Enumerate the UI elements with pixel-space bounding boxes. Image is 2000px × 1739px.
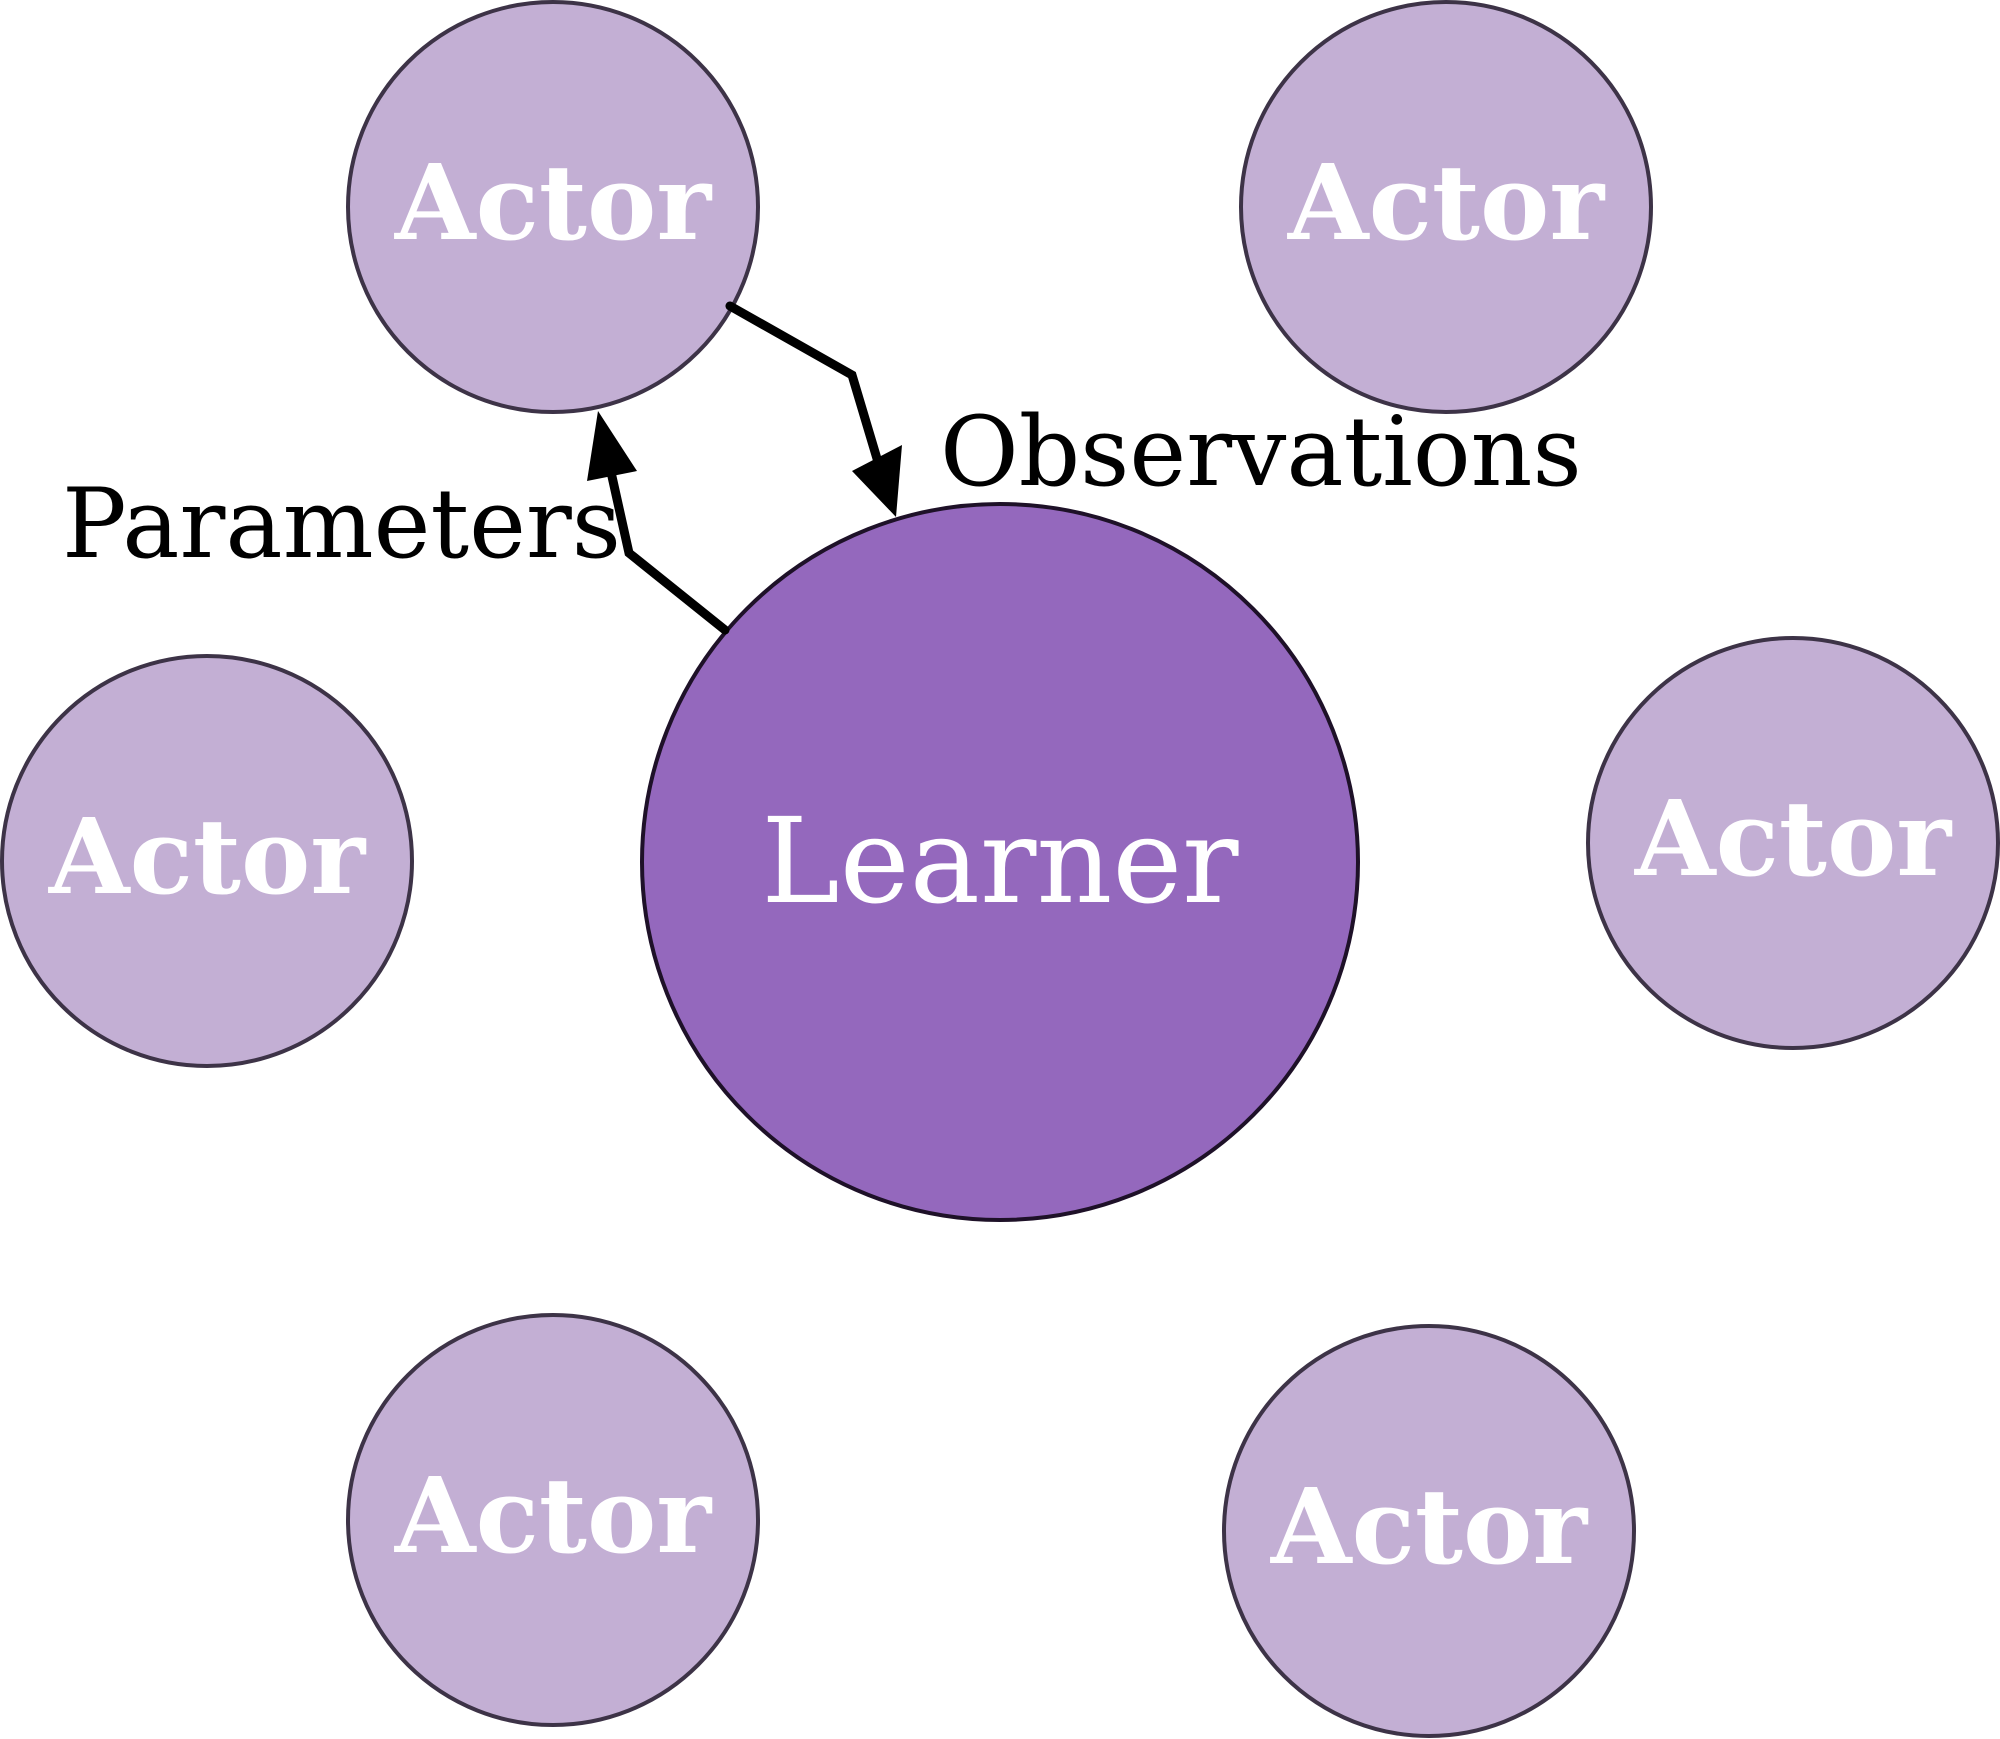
actor-label: Actor [1287, 141, 1605, 264]
learner-circle [640, 502, 1360, 1222]
parameters-arrowhead-icon [587, 411, 637, 481]
actor-node-middle-left: Actor [0, 654, 414, 1068]
actor-node-bottom-left: Actor [346, 1313, 760, 1727]
observations-arrow-line [725, 301, 883, 467]
parameters-edge: Parameters [62, 411, 730, 635]
learner-node: Learner [640, 502, 1360, 1222]
parameters-arrow-line [606, 467, 730, 635]
actor-circle [346, 0, 760, 414]
actor-circle [0, 654, 414, 1068]
learner-label: Learner [761, 792, 1239, 930]
observations-label: Observations [940, 396, 1582, 508]
actor-label: Actor [1634, 777, 1952, 900]
actor-circle [1586, 636, 2000, 1050]
actor-label: Actor [1270, 1465, 1588, 1588]
observations-arrowhead-icon [852, 445, 902, 517]
actor-circle [1222, 1324, 1636, 1738]
actor-circle [1239, 0, 1653, 414]
actor-label: Actor [48, 795, 366, 918]
parameters-label: Parameters [62, 468, 621, 580]
actor-node-middle-right: Actor [1586, 636, 2000, 1050]
actor-node-bottom-right: Actor [1222, 1324, 1636, 1738]
actor-node-top-left: Actor [346, 0, 760, 414]
actor-label: Actor [394, 141, 712, 264]
actor-circle [346, 1313, 760, 1727]
actor-label: Actor [394, 1454, 712, 1577]
actor-node-top-right: Actor [1239, 0, 1653, 414]
observations-edge: Observations [725, 301, 1582, 517]
